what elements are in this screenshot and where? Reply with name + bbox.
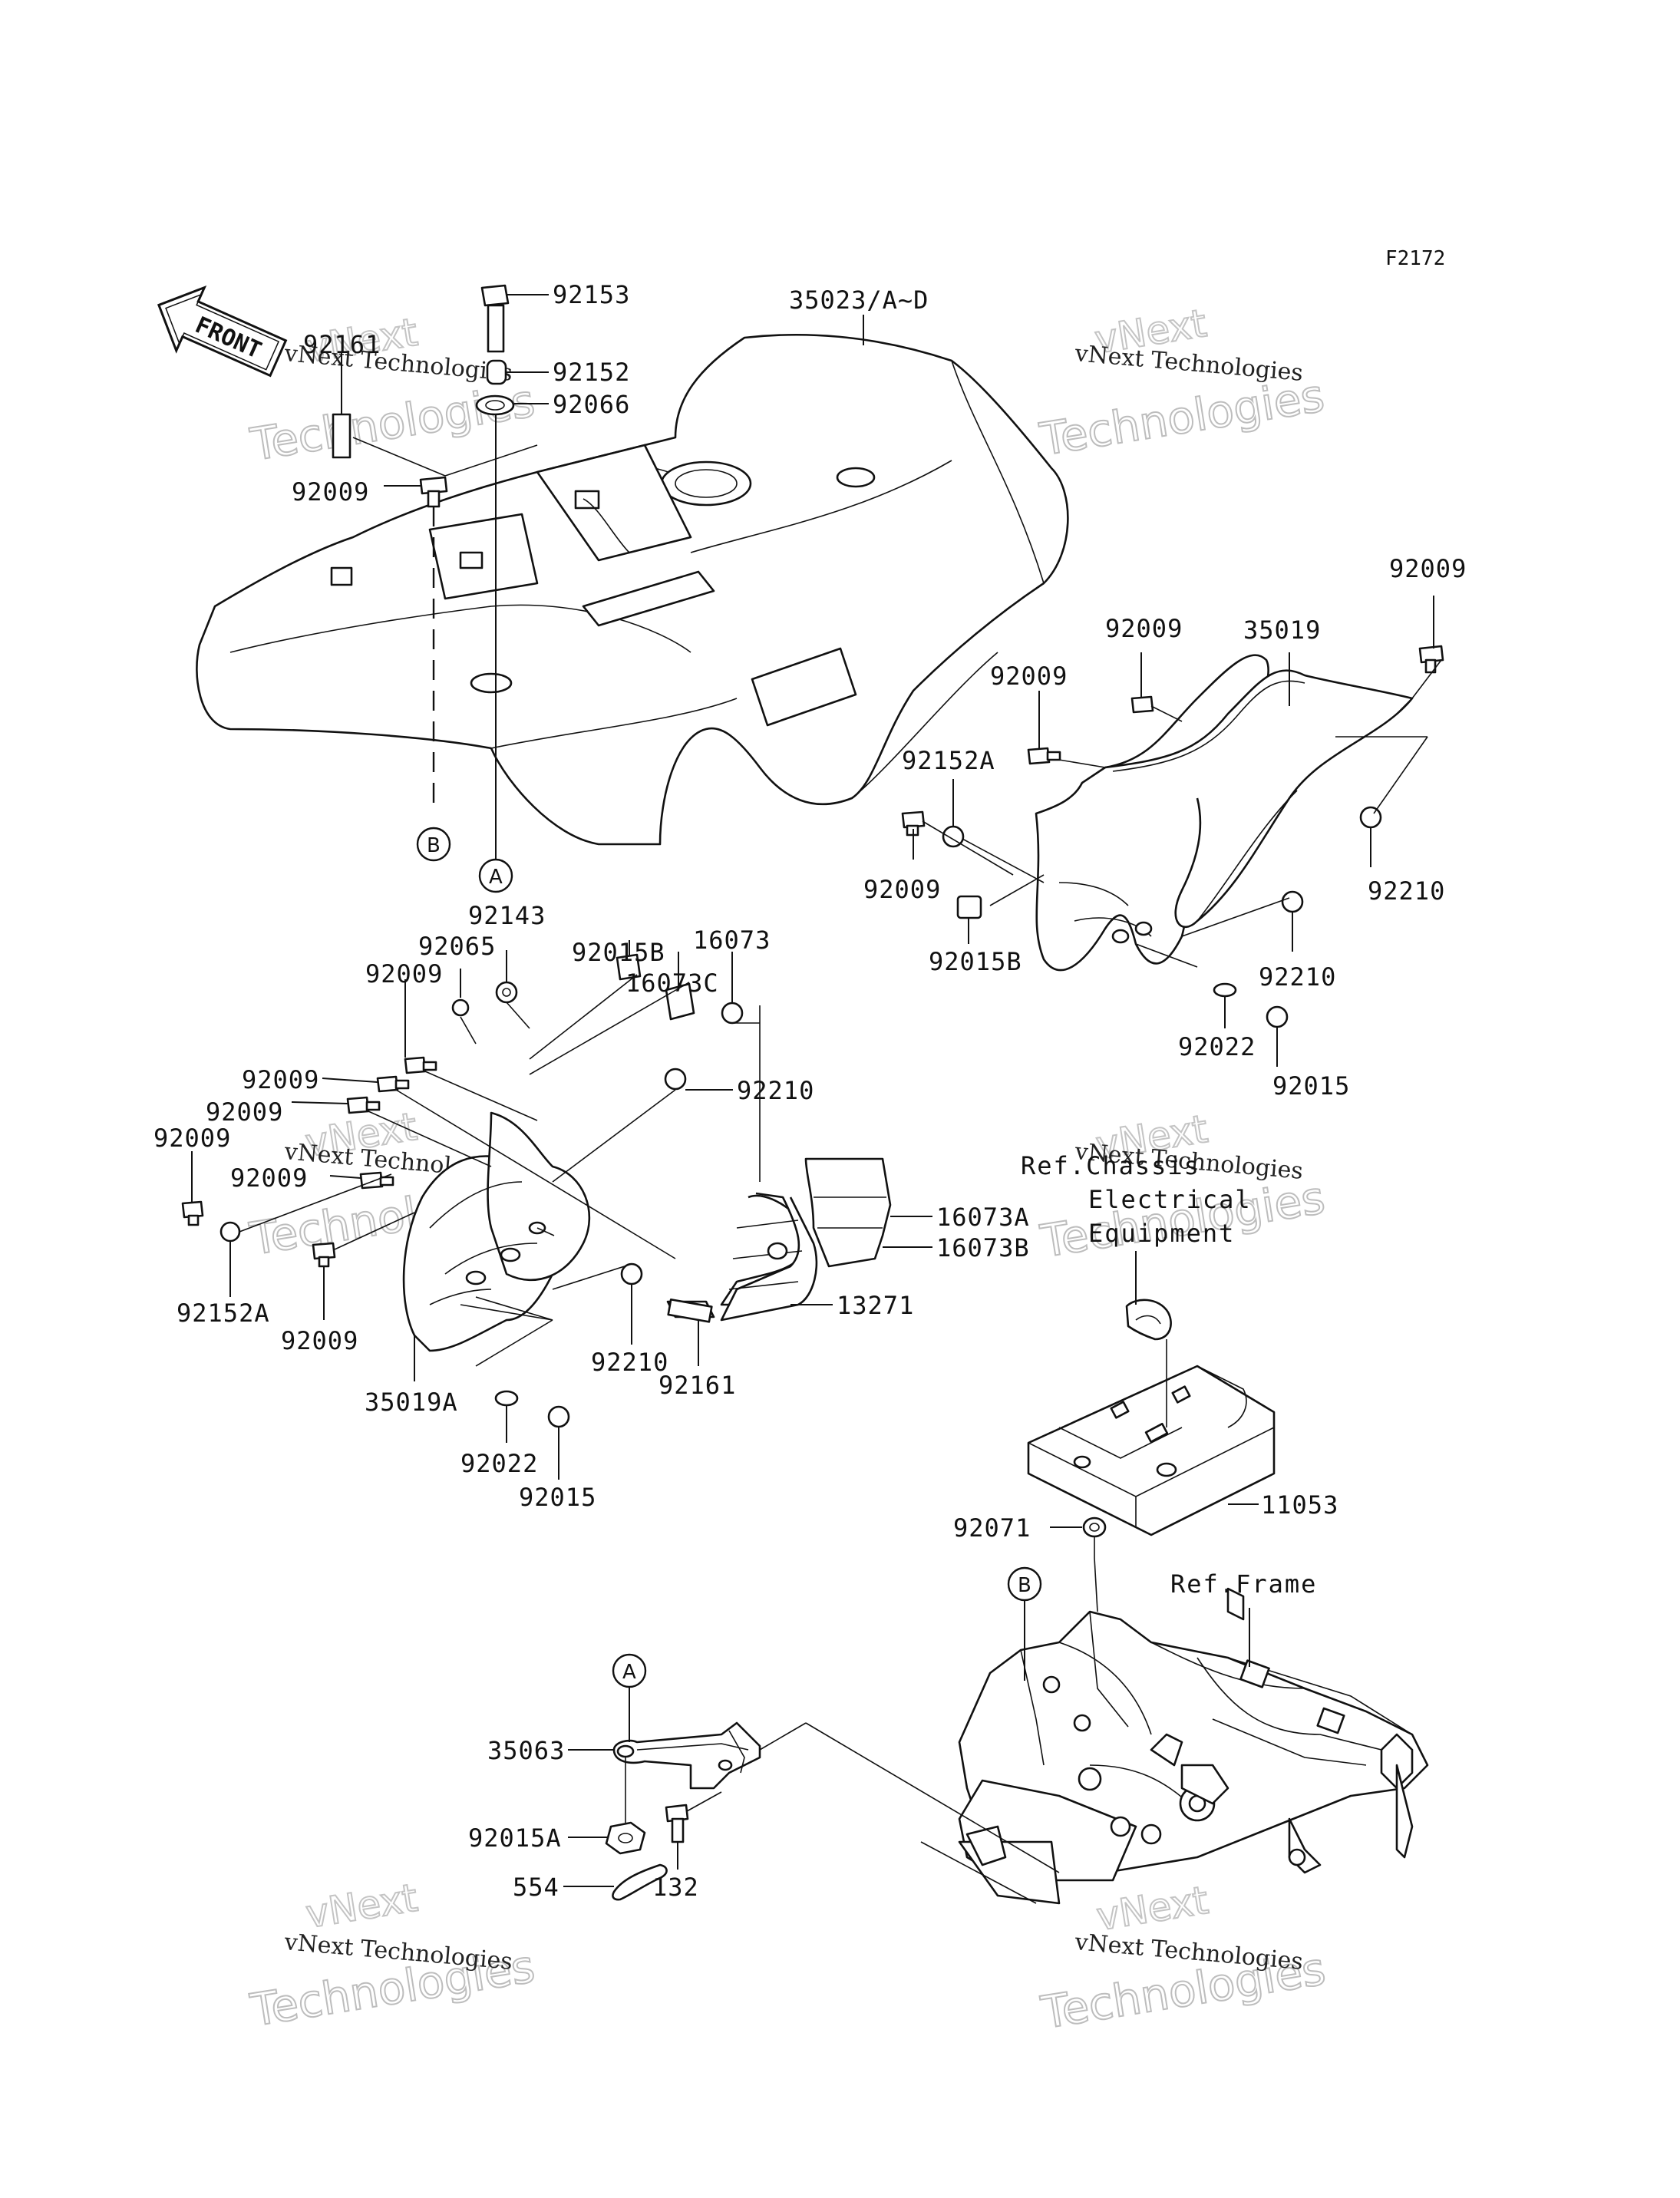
part-label-92066: 92066: [553, 390, 630, 419]
part-label-92152: 92152: [553, 358, 630, 387]
part-label-13271: 13271: [837, 1291, 914, 1320]
part-label-92009-l1: 92009: [365, 959, 443, 988]
watermark-brand-text: vNext: [1094, 1878, 1211, 1939]
rear-fender-drawing: [196, 333, 1069, 846]
frame-drawing: [958, 1587, 1429, 1905]
part-label-92009-l6: 92009: [281, 1326, 358, 1355]
callout-a-fender: A: [478, 858, 513, 893]
left-mudguard-leaders: [191, 940, 932, 1480]
part-label-92071: 92071: [953, 1513, 1031, 1543]
reference-labels: Ref.Chassis Electrical Equipment Ref.Fra…: [1021, 1151, 1317, 1599]
part-label-92161-top: 92161: [303, 330, 381, 359]
part-label-92009-l3: 92009: [206, 1097, 283, 1127]
battery-leaders: [1050, 1251, 1259, 1558]
part-label-92015B-r: 92015B: [929, 947, 1022, 976]
part-label-92210-r2: 92210: [1259, 962, 1336, 992]
right-mudguard-drawing: [1035, 654, 1414, 972]
part-label-92009-r4: 92009: [863, 875, 941, 904]
front-arrow: FRONT: [157, 285, 288, 378]
callout-b-frame: B: [1007, 1566, 1042, 1602]
part-label-92015-r: 92015: [1272, 1071, 1350, 1101]
callout-b-frame-label: B: [1018, 1574, 1031, 1597]
part-label-92065: 92065: [418, 932, 496, 961]
guard-plates: [666, 1157, 892, 1323]
part-label-92015A: 92015A: [468, 1823, 562, 1853]
part-label-92022-r: 92022: [1178, 1032, 1256, 1061]
part-label-92210-r1: 92210: [1368, 876, 1445, 906]
part-label-16073A: 16073A: [936, 1203, 1030, 1232]
part-labels: 35023/A~D 92153 92152 92066 92161 92009 …: [153, 280, 1467, 1902]
ref-chassis-line1: Ref.Chassis: [1021, 1151, 1200, 1180]
right-mudguard-hardware: [901, 645, 1444, 1028]
frame-leaders: [1024, 1557, 1250, 1681]
part-label-35019: 35019: [1243, 616, 1321, 645]
bracket-drawing: [605, 1721, 761, 1901]
left-mudguard-drawing: [402, 1111, 591, 1352]
part-label-554: 554: [513, 1873, 559, 1902]
part-label-35063: 35063: [487, 1736, 565, 1765]
part-label-92152A-l: 92152A: [177, 1299, 270, 1328]
diagram-code: F2172: [1385, 247, 1445, 270]
part-label-92210-l1: 92210: [737, 1076, 814, 1105]
part-label-92015B-l: 92015B: [572, 938, 665, 967]
part-label-92009-r3: 92009: [990, 662, 1068, 691]
part-label-132: 132: [652, 1873, 699, 1902]
callout-a-bracket: A: [612, 1653, 647, 1688]
ref-chassis-line2: Electrical: [1088, 1185, 1252, 1214]
part-label-35023: 35023/A~D: [789, 285, 929, 315]
part-label-11053: 11053: [1261, 1490, 1338, 1520]
part-label-92153: 92153: [553, 280, 630, 309]
fender-leaders: [341, 294, 864, 860]
right-mudguard-leaders: [913, 596, 1442, 1067]
part-label-92009-r2: 92009: [1105, 614, 1183, 643]
watermark-brand-text: vNext: [303, 1876, 421, 1937]
fender-hardware: [332, 284, 515, 508]
part-label-92009-l4: 92009: [153, 1124, 231, 1153]
part-label-92161-l: 92161: [658, 1371, 736, 1400]
ref-chassis-line3: Equipment: [1088, 1219, 1235, 1248]
ref-frame-label: Ref.Frame: [1170, 1569, 1317, 1599]
part-label-92009-top: 92009: [292, 477, 369, 507]
bracket-leaders: [563, 1687, 1060, 1904]
part-label-16073: 16073: [693, 926, 771, 955]
callout-b-fender-label: B: [427, 834, 441, 857]
part-label-92009-r1: 92009: [1389, 554, 1467, 583]
part-label-16073B: 16073B: [936, 1233, 1030, 1262]
callout-a-fender-label: A: [489, 866, 503, 889]
callout-b-fender: B: [416, 827, 451, 862]
part-label-92210-l2: 92210: [591, 1348, 668, 1377]
part-label-35019A: 35019A: [365, 1388, 458, 1417]
part-label-92015-l: 92015: [519, 1483, 596, 1512]
part-label-92143: 92143: [468, 901, 546, 930]
part-label-92152A-r: 92152A: [902, 746, 995, 775]
part-label-92009-l5: 92009: [230, 1163, 308, 1193]
part-label-16073C: 16073C: [625, 969, 719, 998]
part-label-92022-l: 92022: [460, 1449, 538, 1478]
watermark-word-text: Technologies: [247, 375, 539, 471]
battery-case-drawing: [1027, 1299, 1276, 1538]
callout-a-bracket-label: A: [622, 1661, 636, 1684]
part-label-92009-l2: 92009: [242, 1065, 319, 1094]
